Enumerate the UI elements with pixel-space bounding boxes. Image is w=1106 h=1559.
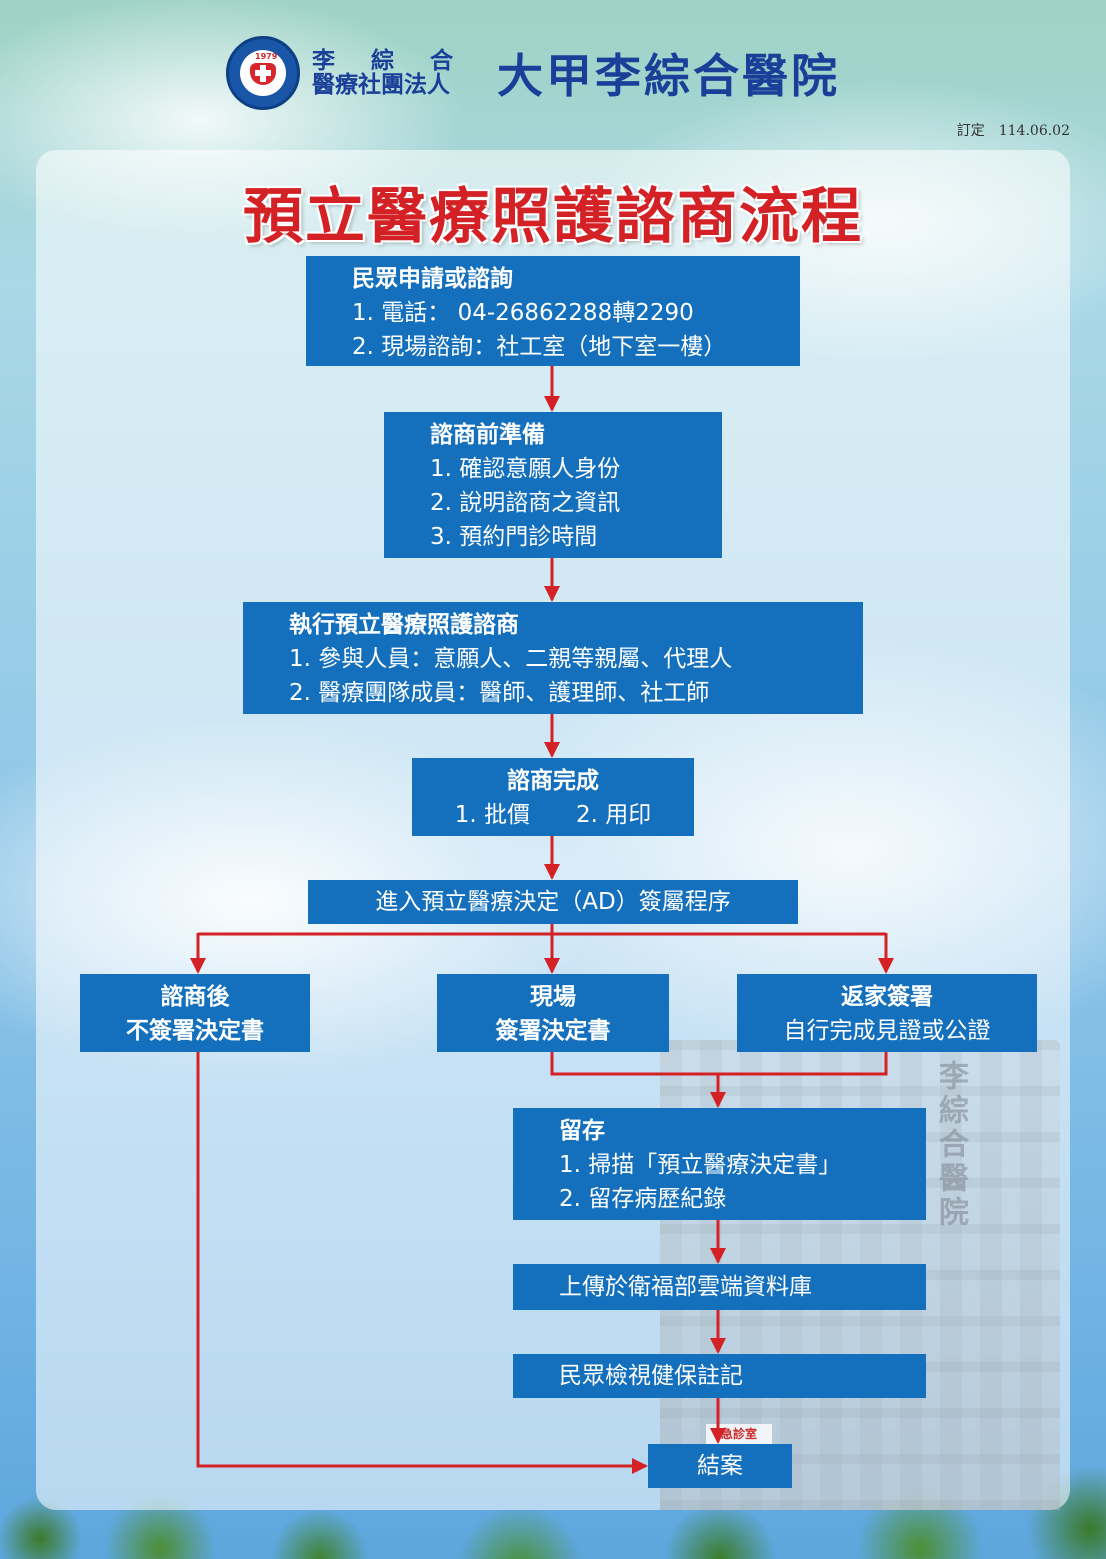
hospital-header: 1979 李綜合 醫療社團法人 大甲李綜合醫院 [226, 36, 886, 110]
step-execute-line2: 2. 醫療團隊成員：醫師、護理師、社工師 [289, 680, 710, 706]
step-inquiry: 民眾申請或諮詢 1. 電話： 04-26862288轉2290 2. 現場諮詢：… [306, 256, 800, 366]
step-execute-head: 執行預立醫療照護諮商 [289, 612, 519, 638]
logo-year: 1979 [255, 52, 278, 61]
step-upload-label: 上傳於衛福部雲端資料庫 [559, 1274, 812, 1300]
er-sign: 急診室 [706, 1424, 772, 1444]
step-preparation-line2: 2. 說明諮商之資訊 [430, 490, 621, 516]
step-preparation-head: 諮商前準備 [430, 422, 545, 448]
branch-onsite: 現場 簽署決定書 [437, 974, 669, 1052]
organization-name: 李綜合 醫療社團法人 [312, 46, 489, 98]
branch-no-sign: 諮商後 不簽署決定書 [80, 974, 310, 1052]
branch-home-line1: 返家簽署 [841, 984, 933, 1010]
step-storage-head: 留存 [559, 1118, 605, 1144]
branch-no-sign-line2: 不簽署決定書 [126, 1018, 264, 1044]
step-close-label: 結案 [697, 1453, 743, 1479]
org-line1: 李綜合 [312, 46, 489, 74]
step-complete: 諮商完成 1. 批價 2. 用印 [412, 758, 694, 836]
step-preparation: 諮商前準備 1. 確認意願人身份 2. 說明諮商之資訊 3. 預約門診時間 [384, 412, 722, 558]
step-inquiry-head: 民眾申請或諮詢 [352, 266, 513, 292]
revision-date: 訂定 114.06.02 [956, 123, 1070, 139]
step-ad-procedure-label: 進入預立醫療決定（AD）簽屬程序 [375, 889, 731, 915]
hospital-name: 大甲李綜合醫院 [497, 49, 840, 103]
step-storage-line1: 1. 掃描「預立醫療決定書」 [559, 1152, 842, 1178]
branch-onsite-line1: 現場 [530, 984, 576, 1010]
step-preparation-line1: 1. 確認意願人身份 [430, 456, 621, 482]
step-execute: 執行預立醫療照護諮商 1. 參與人員：意願人、二親等親屬、代理人 2. 醫療團隊… [243, 602, 863, 714]
step-complete-line1: 1. 批價 2. 用印 [454, 802, 652, 828]
branch-home: 返家簽署 自行完成見證或公證 [737, 974, 1037, 1052]
hospital-logo: 1979 [226, 36, 300, 110]
branch-no-sign-line1: 諮商後 [160, 984, 230, 1010]
step-storage: 留存 1. 掃描「預立醫療決定書」 2. 留存病歷紀錄 [513, 1108, 926, 1220]
building-sign: 李綜合醫院 [933, 1060, 968, 1230]
step-complete-head: 諮商完成 [507, 768, 599, 794]
step-preparation-line3: 3. 預約門診時間 [430, 524, 598, 550]
branch-onsite-line2: 簽署決定書 [495, 1018, 611, 1044]
step-inquiry-line2: 2. 現場諮詢：社工室（地下室一樓） [352, 334, 727, 360]
step-storage-line2: 2. 留存病歷紀錄 [559, 1186, 727, 1212]
step-close: 結案 [648, 1444, 792, 1488]
step-review-label: 民眾檢視健保註記 [559, 1363, 743, 1389]
branch-home-line2: 自行完成見證或公證 [783, 1018, 991, 1044]
step-inquiry-line1: 1. 電話： 04-26862288轉2290 [352, 300, 694, 326]
step-review: 民眾檢視健保註記 [513, 1354, 926, 1398]
step-execute-line1: 1. 參與人員：意願人、二親等親屬、代理人 [289, 646, 733, 672]
page-title: 預立醫療照護諮商流程 [243, 182, 863, 252]
step-ad-procedure: 進入預立醫療決定（AD）簽屬程序 [308, 880, 798, 924]
org-line2: 醫療社團法人 [312, 71, 450, 98]
step-upload: 上傳於衛福部雲端資料庫 [513, 1264, 926, 1310]
